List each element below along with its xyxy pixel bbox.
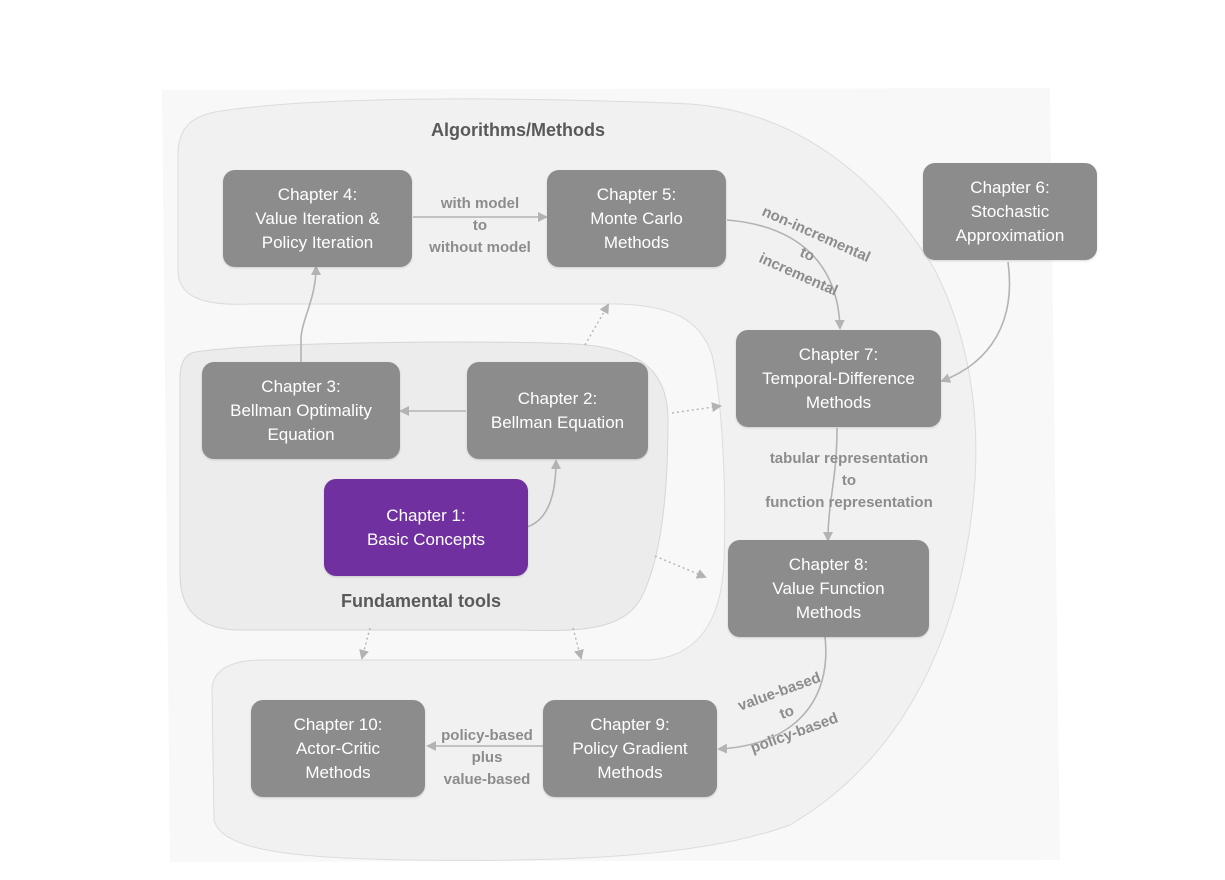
chapter-7-node[interactable]: Chapter 7: Temporal-Difference Methods	[736, 330, 941, 427]
chapter-10-title-line1: Actor-Critic	[295, 738, 381, 758]
edge-label-ch4-ch5-line1: with model	[440, 195, 520, 212]
algorithms-region-title: Algorithms/Methods	[431, 120, 605, 140]
edge-label-ch9-ch10: policy-based plus value-based	[430, 725, 544, 791]
chapter-9-node[interactable]: Chapter 9: Policy Gradient Methods	[543, 700, 717, 797]
chapter-1-number: Chapter 1:	[386, 505, 466, 525]
edge-ch5-ch7	[726, 219, 845, 330]
chapter-2-node[interactable]: Chapter 2: Bellman Equation	[467, 362, 648, 459]
chapter-4-title-line2: Policy Iteration	[261, 232, 374, 252]
chapter-6-title-line1: Stochastic	[970, 201, 1050, 221]
dotted-edge-ch2-ch7	[671, 402, 722, 414]
chapter-3-title-line1: Bellman Optimality	[230, 400, 372, 420]
chapter-6-number: Chapter 6:	[970, 177, 1050, 197]
chapter-10-node[interactable]: Chapter 10: Actor-Critic Methods	[251, 700, 425, 797]
chapter-6-node[interactable]: Chapter 6: Stochastic Approximation	[923, 163, 1097, 260]
edge-label-ch7-ch8: tabular representation to function repre…	[752, 448, 946, 514]
chapter-6-title-line2: Approximation	[955, 225, 1065, 245]
chapter-8-title-line2: Methods	[795, 602, 862, 622]
edge-label-ch4-ch5-line3: without model	[429, 239, 531, 256]
chapter-5-title-line1: Monte Carlo	[590, 208, 683, 228]
chapter-3-number: Chapter 3:	[261, 376, 341, 396]
dotted-edge-tools-ch8	[654, 555, 707, 579]
edge-label-ch9-ch10-line1: policy-based	[441, 727, 533, 744]
chapter-4-number: Chapter 4:	[277, 184, 358, 204]
edge-ch7-ch8	[823, 427, 838, 542]
chapter-1-node[interactable]: Chapter 1: Basic Concepts	[324, 479, 528, 576]
edge-label-ch4-ch5: with model to without model	[421, 193, 539, 259]
chapter-1-title: Basic Concepts	[366, 529, 486, 549]
dotted-edge-tools-bottom-left	[359, 627, 371, 660]
chapter-9-title-line1: Policy Gradient	[572, 738, 688, 758]
edge-ch3-ch4	[300, 265, 321, 362]
edge-label-ch9-ch10-line3: value-based	[443, 771, 531, 788]
algorithms-region	[177, 98, 977, 861]
chapter-10-number: Chapter 10:	[293, 714, 383, 734]
chapter-7-number: Chapter 7:	[798, 344, 879, 364]
chapter-8-title-line1: Value Function	[772, 578, 885, 598]
chapter-4-title-line1: Value Iteration &	[255, 208, 380, 228]
chapter-8-number: Chapter 8:	[788, 554, 869, 574]
chapter-10-title-line2: Methods	[305, 762, 371, 782]
edge-label-ch7-ch8-line2: to	[841, 472, 857, 489]
chapter-3-title-line2: Equation	[267, 424, 335, 444]
edge-label-ch4-ch5-line2: to	[472, 217, 488, 234]
chapter-9-number: Chapter 9:	[590, 714, 670, 734]
chapter-5-number: Chapter 5:	[596, 184, 677, 204]
edge-ch6-ch7	[940, 261, 1011, 383]
chapter-2-title: Bellman Equation	[490, 412, 625, 432]
fundamental-tools-region-title: Fundamental tools	[341, 591, 502, 611]
edge-ch8-ch9	[717, 636, 827, 754]
chapter-5-title-line2: Methods	[603, 232, 670, 252]
chapter-7-title-line1: Temporal-Difference	[762, 368, 915, 388]
chapter-3-node[interactable]: Chapter 3: Bellman Optimality Equation	[202, 362, 400, 459]
edge-label-ch7-ch8-line3: function representation	[765, 494, 933, 511]
edge-ch1-ch2	[526, 459, 561, 528]
edge-label-ch7-ch8-line1: tabular representation	[769, 450, 929, 467]
chapter-2-number: Chapter 2:	[517, 388, 598, 408]
dotted-edge-tools-bottom-right	[572, 627, 584, 660]
chapter-7-title-line2: Methods	[805, 392, 872, 412]
chapter-5-node[interactable]: Chapter 5: Monte Carlo Methods	[547, 170, 726, 267]
chapter-8-node[interactable]: Chapter 8: Value Function Methods	[728, 540, 929, 637]
chapter-9-title-line2: Methods	[597, 762, 663, 782]
chapter-4-node[interactable]: Chapter 4: Value Iteration & Policy Iter…	[223, 170, 412, 267]
edge-label-ch9-ch10-line2: plus	[471, 749, 503, 766]
